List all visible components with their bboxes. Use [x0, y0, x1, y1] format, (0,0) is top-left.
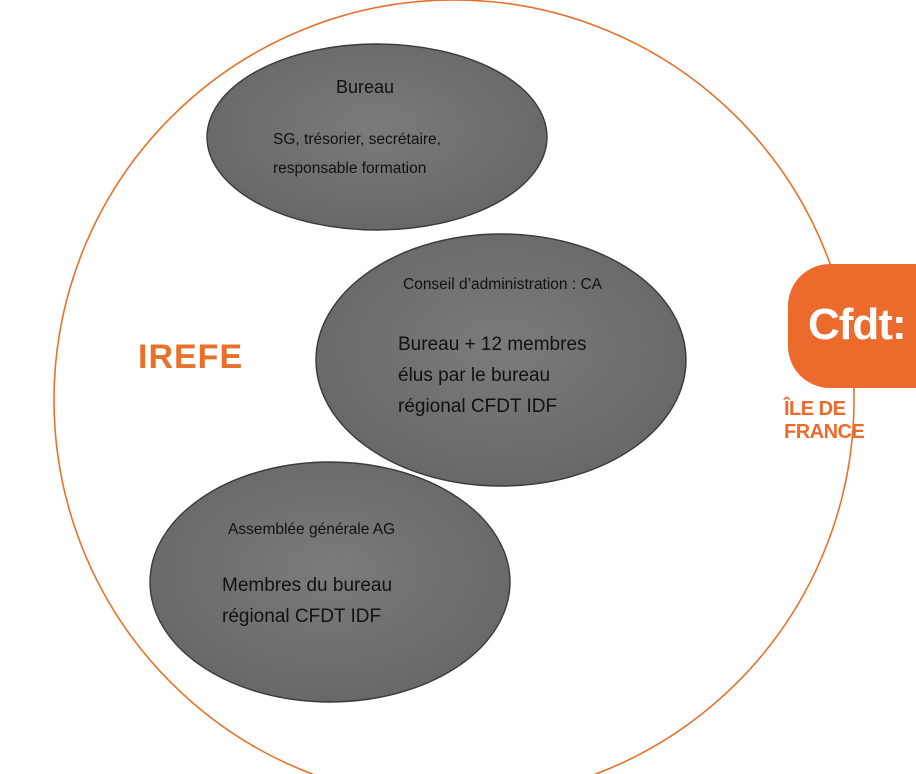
conseil-body-line-1: Bureau + 12 membres — [398, 334, 587, 355]
assemblee-title: Assemblée générale AG — [228, 521, 396, 538]
bureau-title: Bureau — [336, 77, 395, 97]
bureau-body-line-2: responsable formation — [273, 160, 427, 177]
irefe-label: IREFE — [138, 338, 244, 376]
conseil-body-line-2: élus par le bureau — [398, 365, 551, 386]
cfdt-logo-badge: Cfdt: — [788, 264, 916, 388]
assemblee-body-line-2: régional CFDT IDF — [222, 606, 382, 627]
conseil-ellipse — [315, 233, 687, 487]
bureau-body-line-1: SG, trésorier, secrétaire, — [273, 131, 441, 148]
assemblee-ellipse — [149, 461, 511, 703]
cfdt-logo: Cfdt: ÎLE DE FRANCE — [782, 264, 916, 444]
cfdt-logo-wordmark: Cfdt: — [808, 300, 907, 349]
conseil-title: Conseil d’administration : CA — [403, 276, 603, 293]
cfdt-logo-region: ÎLE DE FRANCE — [784, 398, 865, 443]
irefe-outer-circle — [53, 0, 855, 774]
assemblee-body-line-1: Membres du bureau — [222, 575, 393, 596]
bureau-ellipse — [206, 43, 548, 231]
conseil-body-line-3: régional CFDT IDF — [398, 396, 558, 417]
